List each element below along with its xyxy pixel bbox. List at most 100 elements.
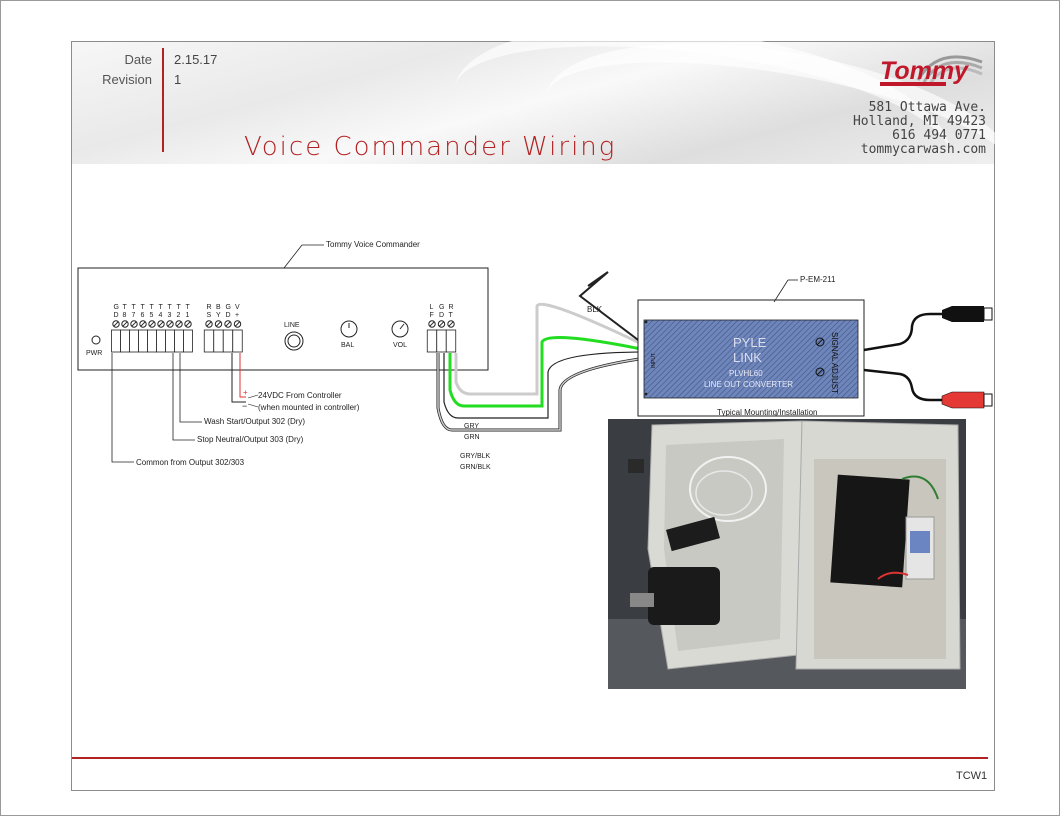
terminal-bottom-label: 8 <box>123 312 127 319</box>
terminal-block <box>183 329 193 353</box>
terminal-screw <box>112 320 120 328</box>
address-city: Holland, MI 49423 <box>852 114 986 129</box>
page-title: Voice Commander Wiring <box>244 132 617 162</box>
grn-label: GRN <box>464 434 480 441</box>
converter-input-label: INPUT <box>651 353 657 368</box>
terminal-bottom-label: 2 <box>177 312 181 319</box>
title-block: Date Revision 2.15.17 1 Voice Commander … <box>72 0 1034 265</box>
terminal-bottom-label: S <box>207 312 212 319</box>
vol-label: VOL <box>393 342 407 349</box>
terminal-top-label: T <box>141 304 146 311</box>
terminal-bottom-label: D <box>114 312 119 319</box>
terminal-bottom-label: F <box>430 312 434 319</box>
terminal-top-label: B <box>216 304 221 311</box>
terminal-top-label: G <box>114 304 119 311</box>
gry-label: GRY <box>464 423 479 430</box>
bal-label: BAL <box>341 342 354 349</box>
terminal-top-label: T <box>168 304 173 311</box>
bal-knob <box>340 320 358 338</box>
terminal-bottom-label: D <box>439 312 444 319</box>
terminal-bottom-label: 3 <box>168 312 172 319</box>
address-street: 581 Ottawa Ave. <box>868 100 986 115</box>
terminal-screw <box>148 320 156 328</box>
terminal-bottom-label: D <box>226 312 231 319</box>
converter-body <box>643 319 859 399</box>
wire-blk <box>578 271 647 347</box>
adjust-screw-top <box>815 337 825 347</box>
terminal-bottom-label: 4 <box>159 312 163 319</box>
rca-cable-red <box>863 368 946 402</box>
address-phone: 616 494 0771 <box>892 128 986 143</box>
terminal-screw <box>428 320 436 328</box>
terminal-block <box>174 329 184 353</box>
terminal-block <box>111 329 121 353</box>
minus-sign: − <box>242 401 247 411</box>
terminal-block <box>156 329 166 353</box>
terminal-screw <box>184 320 192 328</box>
power-wire-pos <box>239 353 246 398</box>
terminal-bottom-label: + <box>235 312 239 319</box>
wire-grn-blk <box>443 351 647 419</box>
terminal-screw <box>233 320 242 328</box>
terminal-block <box>445 329 457 353</box>
terminal-bottom-label: 5 <box>150 312 154 319</box>
date-label: Date <box>124 52 152 67</box>
drawing-code: TCW1 <box>956 770 988 782</box>
terminal-screw <box>157 320 165 328</box>
terminal-block <box>213 329 224 353</box>
converter-line2: LINK <box>733 350 762 365</box>
power-note-1: 24VDC From Controller <box>258 391 342 400</box>
terminal-block <box>165 329 175 353</box>
adjust-screw-bottom <box>815 367 825 377</box>
plus-sign: + <box>243 388 248 397</box>
converter-side-label: SIGNAL ADJUST <box>830 332 839 394</box>
converter-part: P-EM-211 <box>800 275 836 284</box>
grybk-label: GRY/BLK <box>460 453 491 460</box>
converter-desc: LINE OUT CONVERTER <box>704 380 793 389</box>
terminal-top-label: T <box>177 304 182 311</box>
footer-rule <box>72 757 988 759</box>
terminal-block <box>232 329 243 353</box>
wash-wire <box>179 353 202 423</box>
pwr-label: PWR <box>86 350 102 357</box>
power-wire-neg <box>231 353 246 403</box>
terminal-top-label: T <box>159 304 164 311</box>
terminal-screw <box>166 320 174 328</box>
terminal-block <box>147 329 157 353</box>
terminal-bottom-label: Y <box>216 312 221 319</box>
terminal-block <box>203 329 215 353</box>
terminal-block <box>426 329 438 353</box>
terminal-top-label: T <box>123 304 128 311</box>
converter-model: PLVHL60 <box>729 369 763 378</box>
terminal-bottom-label: T <box>449 312 454 319</box>
drawing-sheet: Date Revision 2.15.17 1 Voice Commander … <box>71 0 1034 791</box>
terminal-top-label: R <box>207 304 212 311</box>
terminal-block <box>436 329 447 353</box>
terminal-block <box>120 329 130 353</box>
terminal-screw <box>437 320 446 328</box>
commander-box <box>77 267 489 371</box>
terminal-screw <box>139 320 147 328</box>
revision-label: Revision <box>102 72 152 87</box>
revision-value: 1 <box>174 72 182 87</box>
tommy-logo: Tommy <box>880 55 983 86</box>
rca-plug-red <box>941 391 985 409</box>
address-web: tommycarwash.com <box>860 142 986 157</box>
common-wire <box>111 353 134 463</box>
terminal-screw <box>175 320 183 328</box>
line-jack <box>287 334 301 348</box>
photo-caption: Typical Mounting/Installation <box>717 408 818 417</box>
logo-wordmark: Tommy <box>880 57 969 85</box>
header-divider <box>162 48 164 152</box>
wash-note: Wash Start/Output 302 (Dry) <box>204 417 305 426</box>
wire-grn <box>448 336 647 408</box>
terminal-top-label: R <box>449 304 454 311</box>
stop-wire <box>172 353 195 441</box>
commander-label: Tommy Voice Commander <box>326 240 420 249</box>
installation-photo <box>608 419 966 689</box>
wire-gry <box>454 302 647 396</box>
terminal-screw <box>130 320 138 328</box>
